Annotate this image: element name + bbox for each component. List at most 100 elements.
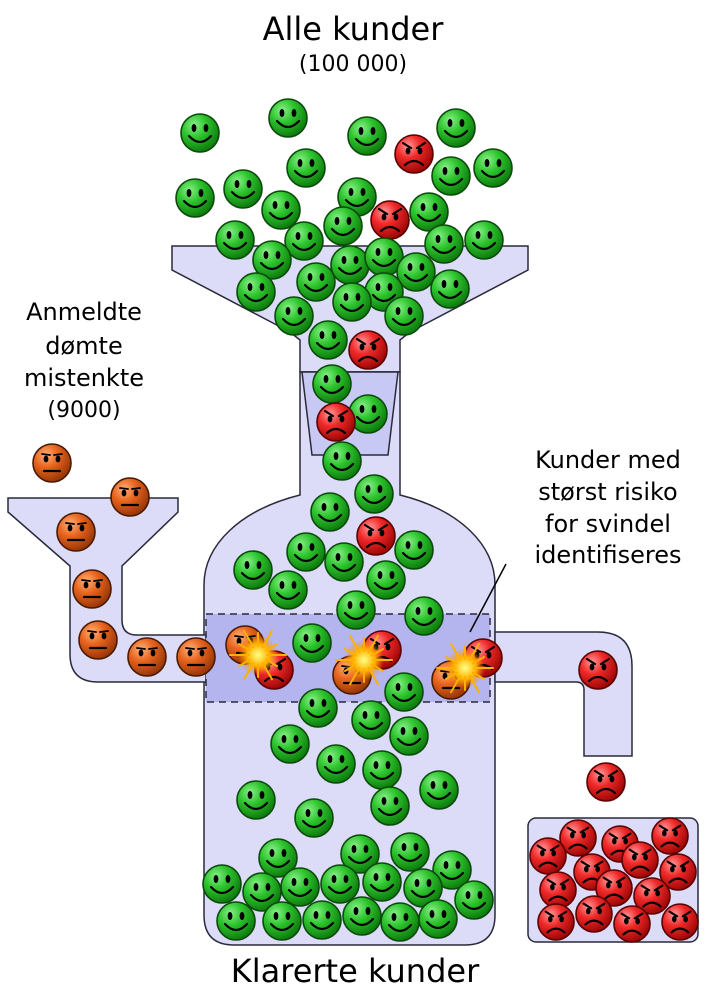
- happy-face-icon: [454, 880, 494, 920]
- left-label-line: Anmeldte: [26, 298, 142, 326]
- happy-face-icon: [316, 744, 356, 784]
- happy-face-icon: [215, 220, 255, 260]
- happy-face-icon: [284, 221, 324, 261]
- happy-face-icon: [236, 780, 276, 820]
- happy-face-icon: [436, 108, 476, 148]
- neutral-face-icon: [176, 637, 216, 677]
- happy-face-icon: [351, 700, 391, 740]
- happy-face-icon: [310, 492, 350, 532]
- bottom-label: Klarerte kunder: [230, 952, 480, 990]
- happy-face-icon: [262, 901, 302, 941]
- happy-face-icon: [354, 474, 394, 514]
- happy-face-icon: [424, 224, 464, 264]
- spark-icon: [229, 629, 287, 681]
- happy-face-icon: [180, 113, 220, 153]
- angry-face-icon: [661, 903, 699, 941]
- right-label-line: Kunder med: [535, 446, 681, 474]
- happy-face-icon: [298, 688, 338, 728]
- angry-face-icon: [348, 330, 388, 370]
- angry-face-icon: [621, 841, 659, 879]
- happy-face-icon: [464, 220, 504, 260]
- left-label-line: dømte: [45, 332, 123, 360]
- face-layer: [32, 98, 699, 943]
- happy-face-icon: [384, 672, 424, 712]
- happy-face-icon: [270, 724, 310, 764]
- happy-face-icon: [380, 902, 420, 942]
- happy-face-icon: [396, 252, 436, 292]
- happy-face-icon: [342, 896, 382, 936]
- happy-face-icon: [473, 148, 513, 188]
- title: Alle kunder: [262, 10, 444, 48]
- left-label-line: mistenkte: [23, 364, 144, 392]
- happy-face-icon: [409, 192, 449, 232]
- happy-face-icon: [258, 838, 298, 878]
- happy-face-icon: [404, 596, 444, 636]
- happy-face-icon: [286, 532, 326, 572]
- happy-face-icon: [419, 770, 459, 810]
- happy-face-icon: [389, 716, 429, 756]
- happy-face-icon: [216, 901, 256, 941]
- callout-line: [469, 563, 507, 633]
- angry-face-icon: [613, 905, 651, 943]
- happy-face-icon: [274, 296, 314, 336]
- happy-face-icon: [308, 320, 348, 360]
- happy-face-icon: [418, 899, 458, 939]
- happy-face-icon: [223, 169, 263, 209]
- angry-face-icon: [586, 762, 626, 802]
- neutral-face-icon: [127, 637, 167, 677]
- happy-face-icon: [294, 798, 334, 838]
- happy-face-icon: [384, 296, 424, 336]
- happy-face-icon: [233, 550, 273, 590]
- happy-face-icon: [336, 590, 376, 630]
- happy-face-icon: [286, 148, 326, 188]
- happy-face-icon: [202, 864, 242, 904]
- happy-face-icon: [362, 750, 402, 790]
- neutral-face-icon: [78, 620, 118, 660]
- happy-face-icon: [390, 832, 430, 872]
- happy-face-icon: [296, 262, 336, 302]
- happy-face-icon: [320, 864, 360, 904]
- happy-face-icon: [394, 530, 434, 570]
- happy-face-icon: [268, 570, 308, 610]
- angry-face-icon: [529, 837, 567, 875]
- right-label-line: for svindel: [545, 510, 671, 538]
- happy-face-icon: [324, 542, 364, 582]
- angry-face-icon: [559, 819, 597, 857]
- happy-face-icon: [292, 623, 332, 663]
- neutral-face-icon: [32, 443, 72, 483]
- happy-face-icon: [236, 272, 276, 312]
- happy-face-icon: [268, 98, 308, 138]
- happy-face-icon: [348, 394, 388, 434]
- angry-face-icon: [537, 903, 575, 941]
- happy-face-icon: [323, 206, 363, 246]
- angry-face-icon: [651, 817, 689, 855]
- right-outlet-pipe: [494, 631, 633, 757]
- right-label-line: størst risiko: [538, 478, 678, 506]
- left-count: (9000): [47, 398, 121, 423]
- happy-face-icon: [362, 862, 402, 902]
- neutral-face-icon: [110, 477, 150, 517]
- happy-face-icon: [366, 560, 406, 600]
- happy-face-icon: [261, 190, 301, 230]
- spark-layer: [229, 629, 494, 694]
- happy-face-icon: [432, 850, 472, 890]
- happy-face-icon: [330, 245, 370, 285]
- spark-icon: [436, 642, 494, 694]
- neutral-face-icon: [72, 569, 112, 609]
- happy-face-icon: [302, 900, 342, 940]
- happy-face-icon: [370, 786, 410, 826]
- spark-icon: [335, 634, 393, 686]
- happy-face-icon: [252, 240, 292, 280]
- happy-face-icon: [322, 441, 362, 481]
- happy-face-icon: [347, 116, 387, 156]
- angry-face-icon: [575, 895, 613, 933]
- angry-face-icon: [633, 877, 671, 915]
- angry-face-icon: [394, 134, 434, 174]
- happy-face-icon: [431, 156, 471, 196]
- right-label-line: identifiseres: [534, 541, 682, 569]
- neutral-face-icon: [56, 512, 96, 552]
- title-count: (100 000): [298, 52, 408, 77]
- angry-face-icon: [659, 853, 697, 891]
- happy-face-icon: [312, 364, 352, 404]
